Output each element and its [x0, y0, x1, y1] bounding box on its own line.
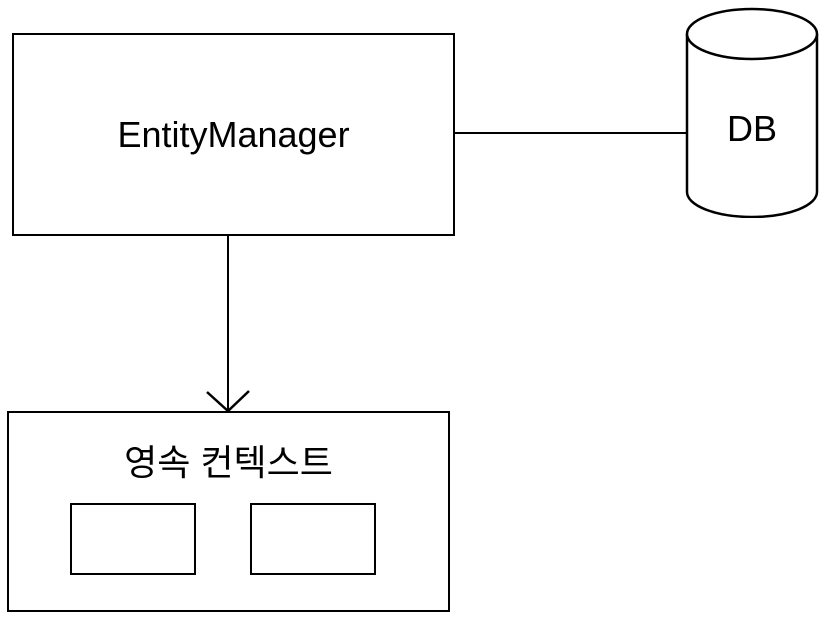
entity-manager-label: EntityManager — [117, 113, 350, 155]
entity-manager-node: EntityManager — [12, 33, 455, 236]
entity-slot-2 — [250, 503, 376, 575]
entity-slot-1 — [70, 503, 196, 575]
connector-entitymanager-context — [206, 235, 250, 413]
db-cylinder-shape — [685, 7, 819, 218]
persistence-context-label: 영속 컨텍스트 — [124, 442, 333, 483]
persistence-context-node: 영속 컨텍스트 — [7, 411, 450, 612]
db-label: DB — [726, 108, 777, 149]
connector-entitymanager-db — [455, 132, 688, 134]
